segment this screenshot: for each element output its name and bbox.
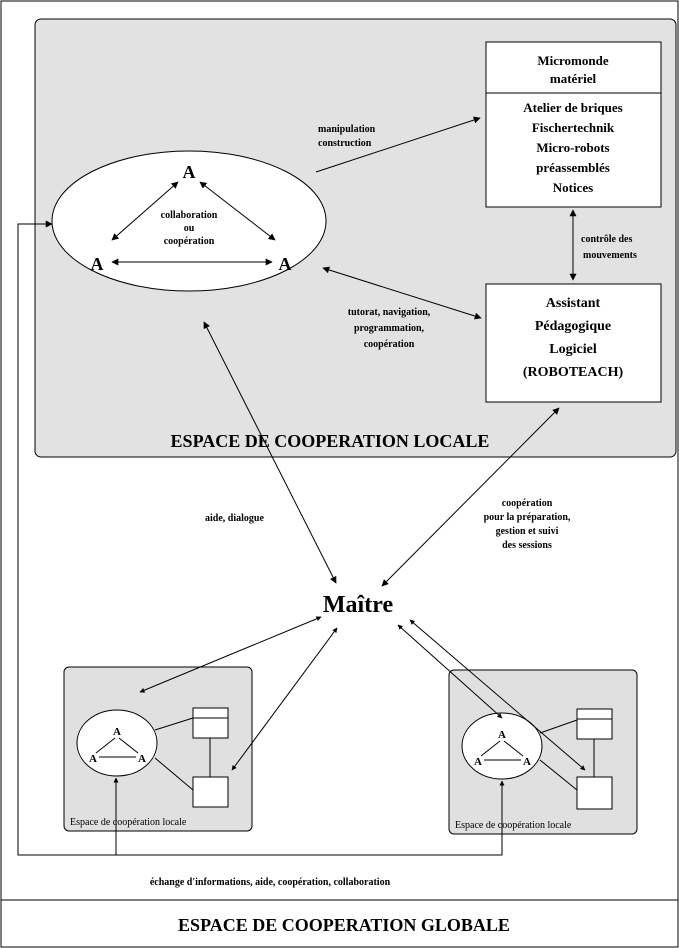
tutorat-arrow: [322, 266, 482, 320]
mini-learner-node: A: [138, 753, 146, 765]
micromonde-content-line: Fischertechnik: [532, 120, 615, 135]
local-space-title: ESPACE DE COOPERATION LOCALE: [171, 431, 490, 451]
manipulation-arrow: [315, 116, 481, 173]
micromonde-title-line: matériel: [550, 71, 597, 86]
maitre-right-assistant-arrow: [409, 619, 586, 771]
mini-learner-node: A: [474, 756, 482, 768]
mini-space-label: Espace de coopération locale: [455, 820, 572, 831]
echange-label: échange d'informations, aide, coopératio…: [150, 877, 391, 888]
learner-node-left: A: [91, 254, 104, 274]
assistant-line: Logiciel: [549, 342, 597, 357]
collaboration-label: collaboration ou coopération: [161, 210, 218, 247]
mini-learners-ellipse: [76, 709, 158, 777]
manipulation-line: manipulation: [318, 124, 376, 135]
mini-micromonde-box: [192, 707, 229, 739]
learner-node-top: A: [183, 162, 196, 182]
tutorat-line: coopération: [364, 339, 415, 350]
mini-assistant-box: [192, 776, 229, 808]
maitre-left-assistant-arrow: [231, 627, 338, 771]
micromonde-title-line: Micromonde: [537, 53, 608, 68]
tutorat-line: tutorat, navigation,: [348, 307, 431, 318]
cooperation-maitre-arrow: [381, 407, 560, 587]
micromonde-content-line: préassemblés: [536, 160, 610, 175]
mini-space-right: A A A Espace de coopération locale: [448, 669, 638, 835]
learner-link-top-right: [199, 181, 276, 241]
controle-label: contrôle des mouvements: [581, 234, 637, 261]
micromonde-content: Atelier de briques Fischertechnik Micro-…: [523, 100, 622, 195]
assistant-line: (ROBOTEACH): [523, 365, 624, 380]
micromonde-content-line: Micro-robots: [536, 140, 609, 155]
mini-space-left: A A A Espace de coopération locale: [63, 666, 253, 832]
controle-line: mouvements: [583, 250, 637, 261]
cooperation-maitre-line: gestion et suivi: [496, 526, 559, 537]
mini-learner-node: A: [113, 726, 121, 738]
mini-space-label: Espace de coopération locale: [70, 817, 187, 828]
mini-learner-link: [95, 737, 116, 754]
cooperation-maitre-line: pour la préparation,: [484, 512, 571, 523]
learner-node-right: A: [279, 254, 292, 274]
mini-assistant-box: [576, 776, 613, 810]
assistant-box: [485, 283, 662, 403]
micromonde-content-line: Atelier de briques: [523, 100, 622, 115]
cooperation-maitre-line: coopération: [502, 498, 553, 509]
mini-link: [154, 717, 194, 731]
micromonde-content-line: Notices: [553, 180, 593, 195]
maitre-label: Maître: [323, 592, 394, 618]
mini-learner-link: [118, 737, 139, 754]
mini-learner-node: A: [89, 753, 97, 765]
collaboration-line: collaboration: [161, 210, 218, 221]
assistant-label: Assistant Pédagogique Logiciel (ROBOTEAC…: [523, 296, 624, 380]
collaboration-line: coopération: [164, 236, 215, 247]
tutorat-line: programmation,: [354, 323, 425, 334]
aide-label: aide, dialogue: [205, 513, 264, 524]
manipulation-line: construction: [318, 138, 372, 149]
learner-link-top-left: [111, 181, 179, 241]
assistant-line: Assistant: [546, 296, 601, 311]
micromonde-title: Micromonde matériel: [537, 53, 608, 86]
mini-learner-node: A: [498, 729, 506, 741]
micromonde-box: [485, 41, 662, 208]
global-exchange-line: [113, 777, 505, 856]
mini-micromonde-box: [576, 708, 613, 740]
aide-arrow: [203, 321, 337, 584]
cooperation-maitre-label: coopération pour la préparation, gestion…: [484, 498, 571, 551]
global-space-title: ESPACE DE COOPERATION GLOBALE: [178, 915, 510, 935]
assistant-line: Pédagogique: [535, 319, 611, 334]
mini-learner-node: A: [523, 756, 531, 768]
collaboration-line: ou: [184, 223, 195, 234]
controle-line: contrôle des: [581, 234, 632, 245]
manipulation-label: manipulation construction: [318, 124, 376, 149]
global-feedback-line: [17, 220, 116, 856]
tutorat-label: tutorat, navigation, programmation, coop…: [348, 307, 431, 350]
cooperation-maitre-line: des sessions: [502, 540, 552, 551]
